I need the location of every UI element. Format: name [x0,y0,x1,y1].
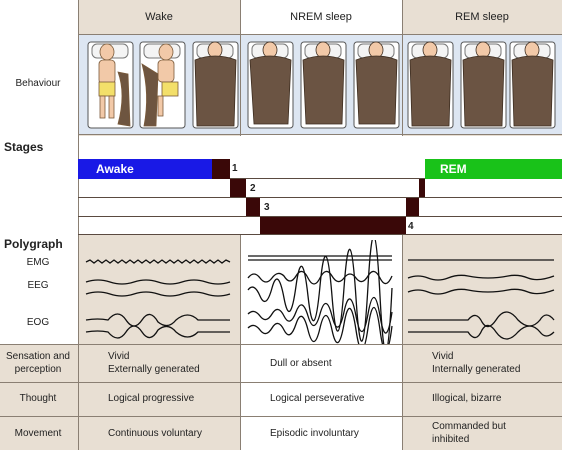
stage-3-number: 3 [264,202,270,213]
stage-rem-bar: REM [425,159,562,179]
channel-emg-label: EMG [26,257,50,268]
polygraph-label: Polygraph [4,237,63,251]
nrem-movement: Episodic involuntary [270,428,359,439]
rem-thought: Illogical, bizarre [432,393,502,404]
stage-4-number: 4 [408,221,414,232]
channel-eog-label: EOG [26,317,50,328]
behaviour-label: Behaviour [15,78,61,89]
label-column-bg [0,344,78,450]
stages-label: Stages [4,140,44,154]
rem-movement-line2: inhibited [432,434,470,445]
rem-sensation: Vivid Internally generated [432,350,520,376]
header-wake: Wake [145,11,173,23]
stage-1-number: 1 [232,163,238,174]
row-sensation-label: Sensation and perception [0,350,76,376]
wake-sensation-line1: Vivid [108,351,130,362]
rem-movement-line1: Commanded but [432,421,506,432]
stage-ascend-3 [406,198,419,216]
row-thought-label: Thought [19,393,57,404]
stage-awake-bar: Awake [78,159,212,179]
stage-3-block [246,198,260,216]
wake-sensation-line2: Externally generated [108,364,200,375]
rem-sensation-line1: Vivid [432,351,454,362]
header-rem: REM sleep [455,11,509,23]
stage-1-block [212,159,230,179]
rem-sensation-line2: Internally generated [432,364,521,375]
stage-awake-label: Awake [96,162,134,176]
rem-movement: Commanded but inhibited [432,420,506,446]
stage-ascend-2 [419,179,425,197]
header-nrem: NREM sleep [290,11,352,23]
stage-4-block [260,217,406,234]
row-sensation-label-line2: perception [14,364,62,375]
stage-2-number: 2 [250,183,256,194]
stage-2-block [230,179,246,197]
stage-rem-label: REM [440,162,467,176]
channel-eeg-label: EEG [27,280,49,291]
row-movement-label: Movement [14,428,62,439]
behaviour-illustration [87,41,556,129]
wake-sensation: Vivid Externally generated [108,350,200,376]
nrem-sensation: Dull or absent [270,358,332,369]
wake-thought: Logical progressive [108,393,195,404]
nrem-thought: Logical perseverative [270,393,365,404]
row-sensation-label-line1: Sensation and [6,351,70,362]
wake-movement: Continuous voluntary [108,428,202,439]
polygraph-traces [85,240,555,344]
